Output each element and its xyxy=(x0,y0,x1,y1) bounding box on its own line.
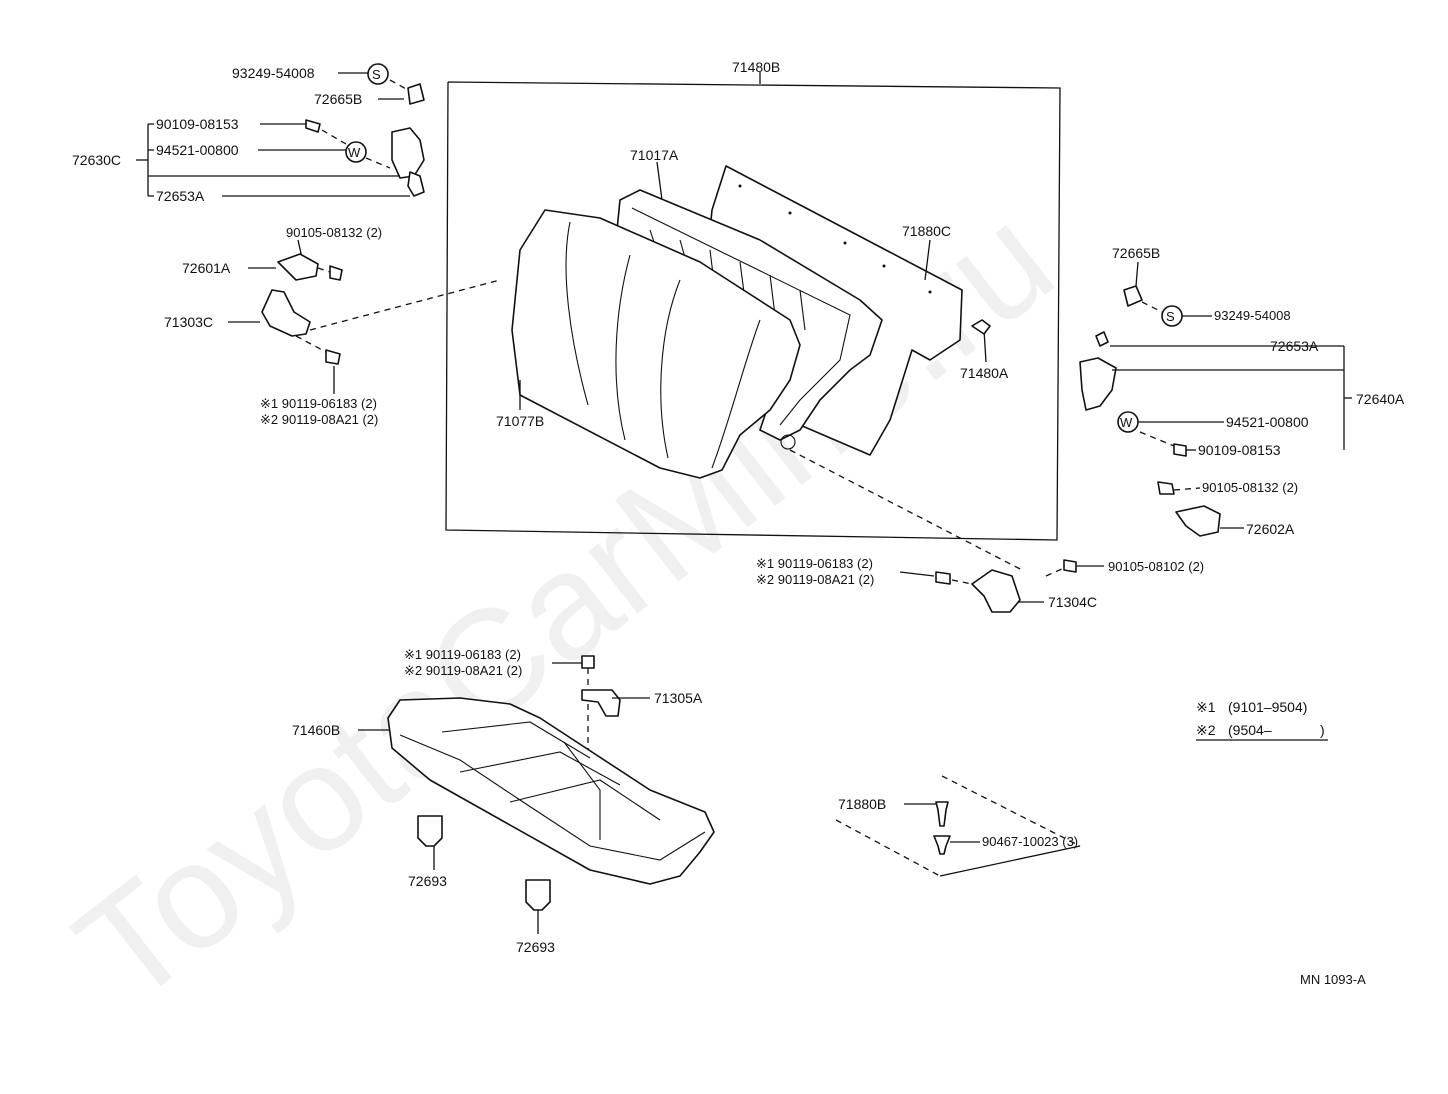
symbol-s-right: S xyxy=(1166,309,1175,324)
label-94521-00800-left: 94521-00800 xyxy=(156,142,239,158)
detail-71880b xyxy=(835,775,1081,877)
label-94521-00800-right: 94521-00800 xyxy=(1226,414,1309,430)
label-71303c: 71303C xyxy=(164,314,213,330)
legend-close-2: ) xyxy=(1320,722,1325,738)
label-71880c: 71880C xyxy=(902,223,951,239)
label-90119-06183-bottom: ※1 90119-06183 (2) xyxy=(404,647,521,662)
bracket-71305a xyxy=(552,655,650,750)
label-71305a: 71305A xyxy=(654,690,703,706)
legend-mark-1: ※1 xyxy=(1196,699,1216,715)
label-93249-54008-right: 93249-54008 xyxy=(1214,308,1291,323)
leader-71480a xyxy=(983,329,987,363)
label-90105-08102: 90105-08102 (2) xyxy=(1108,559,1204,574)
label-90105-08132-right: 90105-08132 (2) xyxy=(1202,480,1298,495)
clip-71480a xyxy=(971,319,991,335)
legend-range-1: (9101–9504) xyxy=(1228,699,1307,715)
label-72693-b: 72693 xyxy=(516,939,555,955)
label-72653a-right: 72653A xyxy=(1270,338,1319,354)
label-90119-06183-left: ※1 90119-06183 (2) xyxy=(260,396,377,411)
label-72665b-right: 72665B xyxy=(1112,245,1160,261)
legend-mark-2: ※2 xyxy=(1196,722,1216,738)
label-90109-08153-right: 90109-08153 xyxy=(1198,442,1281,458)
label-90109-08153-left: 90109-08153 xyxy=(156,116,239,132)
seatback-cushion-71077b xyxy=(511,209,801,479)
label-71480a: 71480A xyxy=(960,365,1009,381)
label-72653a-left: 72653A xyxy=(156,188,205,204)
seatback-assembly-box xyxy=(445,72,1061,541)
symbol-w-left: W xyxy=(348,145,361,160)
label-71304c: 71304C xyxy=(1048,594,1097,610)
label-90119-06183-mid: ※1 90119-06183 (2) xyxy=(756,556,873,571)
label-72602a: 72602A xyxy=(1246,521,1295,537)
leader-71017a xyxy=(656,161,663,201)
legend-range-2: (9504– xyxy=(1228,722,1272,738)
label-72601a: 72601A xyxy=(182,260,231,276)
label-90467-10023: 90467-10023 (3) xyxy=(982,834,1078,849)
symbol-s-left: S xyxy=(372,67,381,82)
clips-72693 xyxy=(417,815,551,934)
label-90119-08a21-left: ※2 90119-08A21 (2) xyxy=(260,412,378,427)
label-71077b: 71077B xyxy=(496,413,544,429)
label-90119-08a21-mid: ※2 90119-08A21 (2) xyxy=(756,572,874,587)
label-71017a: 71017A xyxy=(630,147,679,163)
seat-cushion-71460b xyxy=(358,697,715,885)
label-90119-08a21-bottom: ※2 90119-08A21 (2) xyxy=(404,663,522,678)
left-hinge-group: S W xyxy=(136,63,501,394)
symbol-w-right: W xyxy=(1120,415,1133,430)
label-90105-08132-left: 90105-08132 (2) xyxy=(286,225,382,240)
label-71460b: 71460B xyxy=(292,722,340,738)
label-72693-a: 72693 xyxy=(408,873,447,889)
label-72665b-left: 72665B xyxy=(314,91,362,107)
label-71480b: 71480B xyxy=(732,59,780,75)
right-hinge-group: S W xyxy=(789,261,1352,613)
label-71880b: 71880B xyxy=(838,796,886,812)
leader-71880c xyxy=(924,239,931,281)
label-93249-54008-left: 93249-54008 xyxy=(232,65,315,81)
legend: ※1 (9101–9504) ※2 (9504– ) xyxy=(1196,699,1328,741)
drawing-code: MN 1093-A xyxy=(1300,972,1366,987)
label-72630c: 72630C xyxy=(72,152,121,168)
label-72640a: 72640A xyxy=(1356,391,1405,407)
